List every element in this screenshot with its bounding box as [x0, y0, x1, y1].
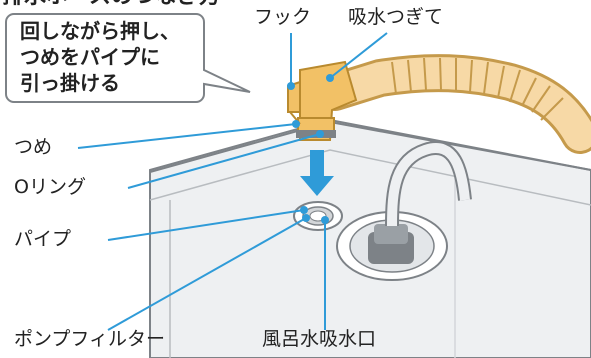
label-pipe: パイプ [14, 228, 72, 250]
callout-line-1: 回しながら押し、 [20, 19, 180, 43]
label-bath-intake: 風呂水吸水口 [262, 328, 377, 350]
callout: 回しながら押し、 つめをパイプに 引っ掛ける [6, 14, 196, 100]
leader-claw [77, 123, 297, 149]
label-pump-filter: ポンプフィルター [14, 328, 166, 350]
leader-pump-filter [107, 217, 307, 331]
intake-hose [316, 54, 591, 154]
pipe-port [293, 201, 343, 231]
label-intake-fitting: 吸水つぎて [348, 6, 444, 28]
leader-intake-fitting [329, 32, 388, 79]
callout-text: 回しながら押し、 つめをパイプに 引っ掛ける [20, 18, 180, 96]
callout-bubble [5, 13, 251, 103]
leader-o-ring [127, 133, 321, 189]
callout-line-3: 引っ掛ける [20, 71, 120, 95]
bath-water-intake [336, 141, 472, 281]
leader-lines [77, 32, 388, 331]
callout-line-2: つめをパイプに [20, 45, 160, 69]
header-partial: 排水ホースのつなぎ方 [2, 0, 221, 8]
label-claw: つめ [14, 136, 53, 158]
label-hook: フック [254, 6, 312, 28]
down-arrow-icon [300, 150, 334, 196]
leader-pipe [107, 209, 305, 241]
label-o-ring: Oリング [14, 176, 86, 198]
